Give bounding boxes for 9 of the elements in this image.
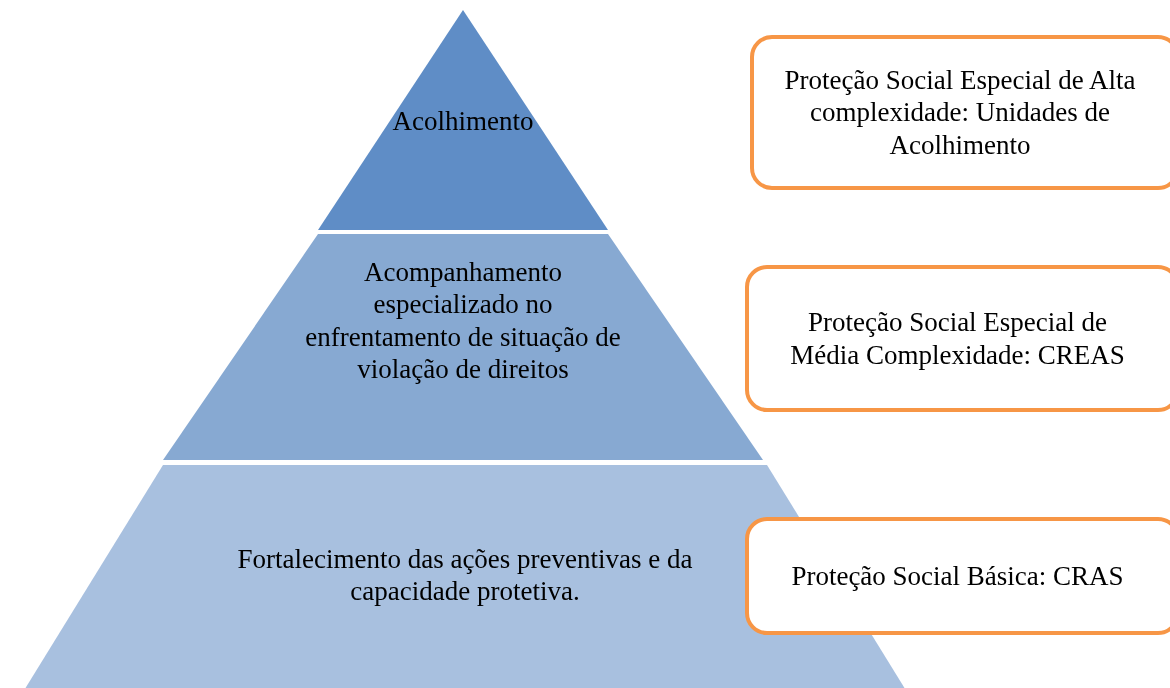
card-text: Proteção Social Especial de Alta complexidade: Unidades de Acolhimento: [783, 63, 1137, 162]
card-text: Proteção Social Especial de Média Complexidade: CREAS: [789, 306, 1126, 371]
tier-label: Fortalecimento das ações preventivas e da capacidade protetiva.: [236, 543, 694, 608]
card-text: Proteção Social Básica: CRAS: [790, 559, 1125, 593]
info-card: [745, 517, 1170, 635]
tier-label: Acompanhamento especializado no enfrentamento de situação de violação de direitos: [304, 256, 622, 386]
info-card: [745, 265, 1170, 412]
info-card: [750, 35, 1170, 190]
tier-label: Acolhimento: [391, 105, 535, 138]
